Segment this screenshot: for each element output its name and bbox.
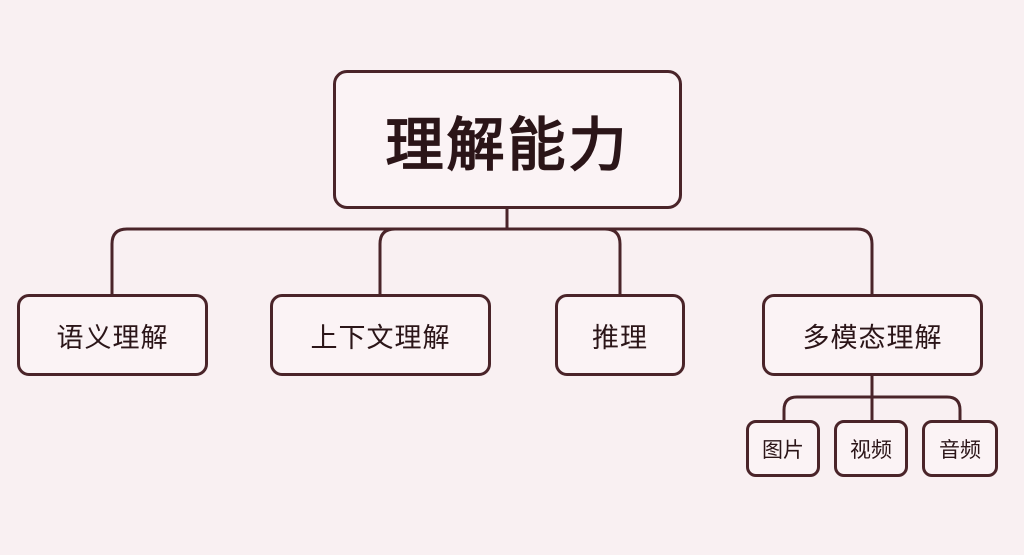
node-image: 图片 <box>746 420 820 477</box>
node-label: 图片 <box>762 437 804 462</box>
node-label: 视频 <box>850 437 892 462</box>
node-multimodal-understanding: 多模态理解 <box>762 294 983 376</box>
node-label: 多模态理解 <box>802 322 943 354</box>
connector-semantic <box>110 227 509 296</box>
connector-audio <box>870 395 962 422</box>
node-label: 推理 <box>592 322 648 354</box>
connector-context <box>378 227 509 296</box>
connector-multi <box>505 227 874 296</box>
node-label: 语义理解 <box>56 322 169 354</box>
node-context-understanding: 上下文理解 <box>270 294 491 376</box>
connector-image <box>782 395 874 422</box>
node-video: 视频 <box>834 420 908 477</box>
node-label: 音频 <box>939 437 981 462</box>
node-audio: 音频 <box>922 420 998 477</box>
node-label: 上下文理解 <box>310 322 451 354</box>
root-node: 理解能力 <box>333 70 682 209</box>
connector-reason <box>505 227 622 296</box>
node-reasoning: 推理 <box>555 294 685 376</box>
root-node-label: 理解能力 <box>385 110 630 179</box>
node-semantic-understanding: 语义理解 <box>17 294 208 376</box>
